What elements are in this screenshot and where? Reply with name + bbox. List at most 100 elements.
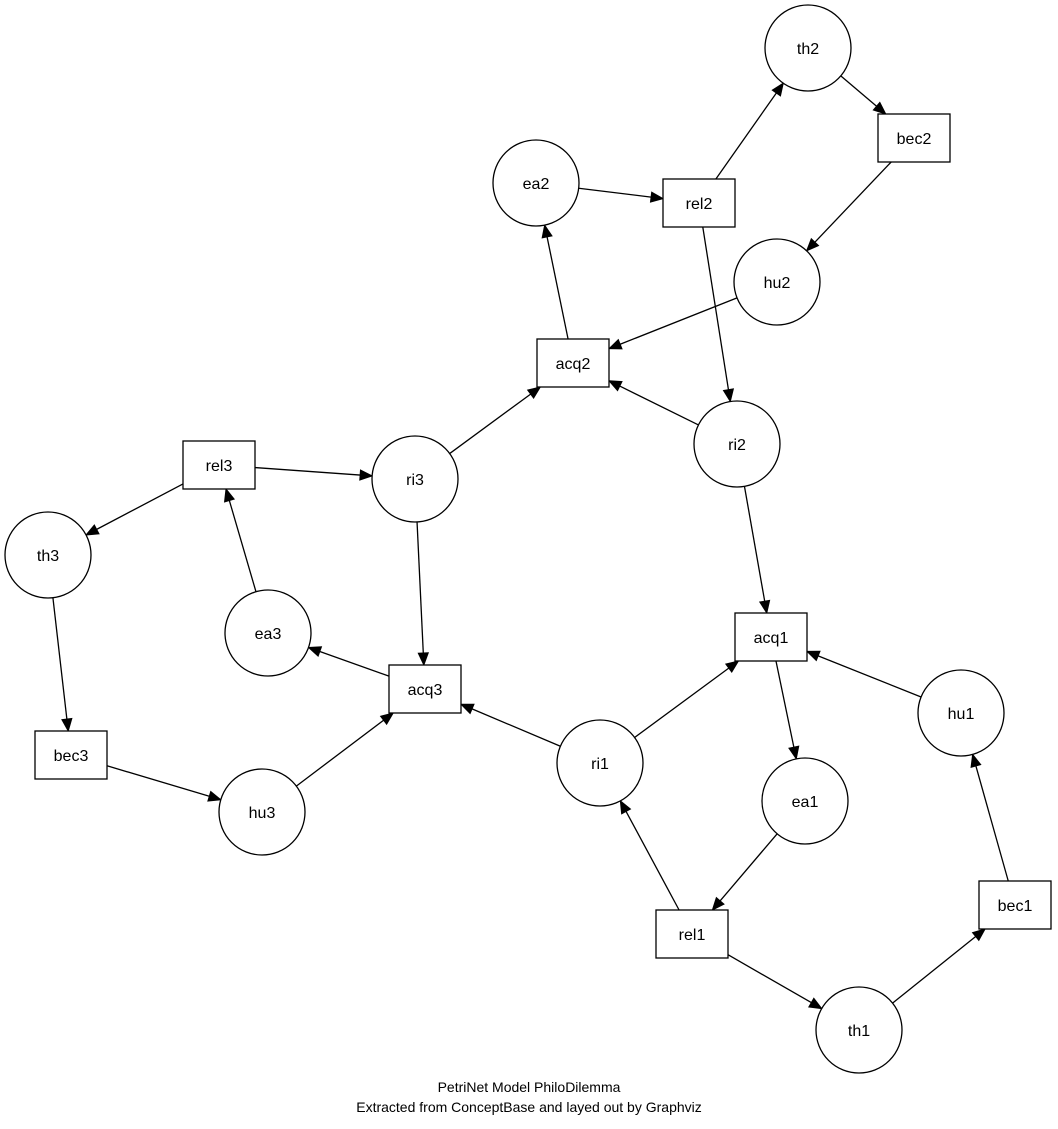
edge-th2-bec2 xyxy=(840,75,887,115)
node-label: th1 xyxy=(848,1023,870,1040)
place-node-hu1: hu1 xyxy=(917,669,1005,757)
transition-rect xyxy=(978,880,1052,930)
arrowhead-icon xyxy=(84,524,100,536)
arrowhead-icon xyxy=(359,469,374,481)
edge-line xyxy=(840,75,878,107)
place-circle xyxy=(218,768,306,856)
place-circle xyxy=(733,238,821,326)
place-circle xyxy=(556,719,644,807)
edge-acq1-ea1 xyxy=(775,660,800,761)
place-node-th2: th2 xyxy=(764,4,852,92)
edge-line xyxy=(719,833,778,902)
arrowhead-icon xyxy=(722,388,735,403)
edge-line xyxy=(578,187,652,198)
edge-line xyxy=(96,483,184,530)
place-circle xyxy=(224,589,312,677)
place-circle xyxy=(764,4,852,92)
edge-line xyxy=(817,655,922,698)
transition-rect xyxy=(655,909,729,959)
edge-line xyxy=(715,92,777,180)
node-label: acq1 xyxy=(754,630,789,647)
arrowhead-icon xyxy=(619,799,632,815)
edge-hu2-acq2 xyxy=(607,297,738,350)
arrowhead-icon xyxy=(771,82,785,97)
place-circle xyxy=(371,435,459,523)
edge-line xyxy=(634,667,730,739)
arrowhead-icon xyxy=(307,646,323,658)
edge-line xyxy=(319,650,390,677)
arrowhead-icon xyxy=(808,997,823,1010)
edge-acq3-ea3 xyxy=(307,646,390,677)
arrowhead-icon xyxy=(61,717,73,733)
transition-node-bec2: bec2 xyxy=(877,113,951,163)
edge-line xyxy=(727,954,812,1004)
arrowhead-icon xyxy=(872,101,887,115)
edge-line xyxy=(546,236,569,340)
edge-ri2-acq1 xyxy=(743,486,771,615)
nodes-layer: th2bec2ea2rel2hu2acq2ri2rel3ri3th3ea3acq… xyxy=(4,4,1052,1074)
edge-rel3-th3 xyxy=(84,483,184,536)
caption-subtitle: Extracted from ConceptBase and layed out… xyxy=(356,1099,702,1115)
edge-acq2-ea2 xyxy=(541,223,569,340)
edge-rel1-th1 xyxy=(727,954,823,1010)
arrowhead-icon xyxy=(724,660,740,674)
transition-rect xyxy=(877,113,951,163)
arrowhead-icon xyxy=(223,487,236,503)
transition-rect xyxy=(388,664,462,714)
node-label: hu1 xyxy=(948,706,975,723)
edge-line xyxy=(743,486,766,602)
place-circle xyxy=(815,986,903,1074)
node-label: hu2 xyxy=(764,275,791,292)
arrowhead-icon xyxy=(970,753,982,768)
arrowhead-icon xyxy=(526,386,542,400)
node-label: rel1 xyxy=(679,927,706,944)
place-node-ea3: ea3 xyxy=(224,589,312,677)
place-circle xyxy=(492,139,580,227)
arrowhead-icon xyxy=(607,380,623,392)
arrowhead-icon xyxy=(541,223,553,239)
edge-line xyxy=(295,719,385,787)
arrowhead-icon xyxy=(758,599,771,615)
arrowhead-icon xyxy=(805,237,820,252)
edge-ri1-acq3 xyxy=(459,703,561,747)
transition-rect xyxy=(536,338,610,388)
edge-line xyxy=(892,935,977,1004)
caption-title: PetriNet Model PhiloDilemma xyxy=(437,1079,621,1095)
edge-ea2-rel2 xyxy=(578,187,665,203)
transition-node-rel1: rel1 xyxy=(655,909,729,959)
arrowhead-icon xyxy=(711,896,725,911)
place-node-ri2: ri2 xyxy=(693,400,781,488)
edge-line xyxy=(619,385,699,426)
edge-line xyxy=(619,297,738,345)
node-label: rel2 xyxy=(686,196,713,213)
edge-ea3-rel3 xyxy=(223,487,257,592)
transition-rect xyxy=(182,440,256,490)
edge-rel2-ri2 xyxy=(702,226,735,403)
arrowhead-icon xyxy=(805,650,821,662)
edge-line xyxy=(625,811,680,911)
edge-line xyxy=(449,393,532,455)
edge-rel1-ri1 xyxy=(619,799,680,911)
node-label: ri2 xyxy=(728,437,746,454)
edge-line xyxy=(814,161,892,243)
node-label: bec3 xyxy=(54,748,89,765)
edge-bec1-hu1 xyxy=(970,753,1009,882)
node-label: hu3 xyxy=(249,805,276,822)
edge-line xyxy=(254,466,361,476)
transition-node-acq1: acq1 xyxy=(734,612,808,662)
edge-bec2-hu2 xyxy=(805,161,892,252)
transition-rect xyxy=(734,612,808,662)
edge-line xyxy=(52,597,68,720)
edge-ri2-acq2 xyxy=(607,380,699,426)
node-label: th2 xyxy=(797,41,819,58)
edge-rel3-ri3 xyxy=(254,466,374,481)
place-node-ri1: ri1 xyxy=(556,719,644,807)
node-label: bec2 xyxy=(897,131,932,148)
edge-line xyxy=(416,521,424,654)
arrowhead-icon xyxy=(417,652,430,667)
node-label: ea3 xyxy=(255,626,282,643)
arrowhead-icon xyxy=(971,928,987,942)
node-label: ea2 xyxy=(523,176,550,193)
edge-bec3-hu3 xyxy=(106,765,223,802)
